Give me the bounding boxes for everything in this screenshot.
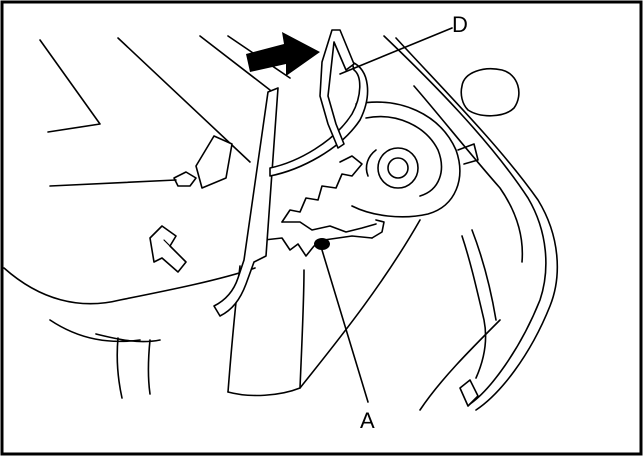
spring-hook: [319, 29, 355, 149]
leader-line-a: [321, 249, 369, 403]
push-pin-icon: [314, 238, 330, 250]
leader-line-d: [339, 27, 453, 75]
clip-hook: [173, 171, 197, 187]
bulb-socket: [377, 147, 419, 189]
rear-bracket: [461, 235, 487, 379]
lower-panel-lip: [49, 319, 141, 343]
bulb-socket-core: [387, 157, 409, 179]
panel-edge-1: [117, 37, 251, 163]
toothed-bracket: [281, 155, 363, 223]
clip-tab: [195, 135, 233, 189]
rear-bracket-edge: [471, 229, 497, 321]
socket-ring-inner: [365, 115, 443, 197]
spring-loop: [269, 61, 369, 177]
panel-fold-upper-left: [39, 39, 101, 133]
lower-panel-post-2: [147, 339, 151, 395]
socket-lug: [365, 149, 377, 177]
bracket-tab: [371, 219, 385, 239]
lower-rail: [419, 319, 501, 411]
socket-ring-outer: [351, 101, 461, 218]
adjuster-knob: [460, 68, 520, 117]
bracket-bottom-edge: [263, 235, 373, 257]
panel-edge-2: [199, 35, 271, 91]
retaining-spring-d: [213, 29, 369, 317]
right-rails: [383, 35, 559, 411]
upper-clip: [173, 135, 233, 189]
body-panel: [3, 35, 291, 399]
key-retainer-detail: [163, 239, 171, 247]
lower-panel-edge: [3, 267, 256, 305]
lamp-housing: [227, 101, 479, 397]
outer-rail-inner: [395, 37, 559, 411]
lower-panel-lip-2: [95, 333, 161, 343]
housing-clip: [457, 143, 479, 165]
arrow-right-icon: [246, 32, 320, 76]
spring-rod: [213, 87, 279, 317]
outer-rail: [383, 35, 547, 405]
mid-rail: [413, 85, 524, 263]
callout-label-d: D: [452, 12, 468, 37]
panel-horizontal-edge: [49, 179, 177, 187]
housing-bottom-curve: [227, 219, 421, 397]
key-retainer: [149, 225, 187, 273]
housing-inner-edge: [299, 269, 305, 389]
lower-panel-post: [116, 337, 123, 399]
bracket-lower-edge: [281, 221, 377, 233]
rail-foot: [459, 379, 479, 407]
callout-label-a: A: [360, 408, 375, 433]
